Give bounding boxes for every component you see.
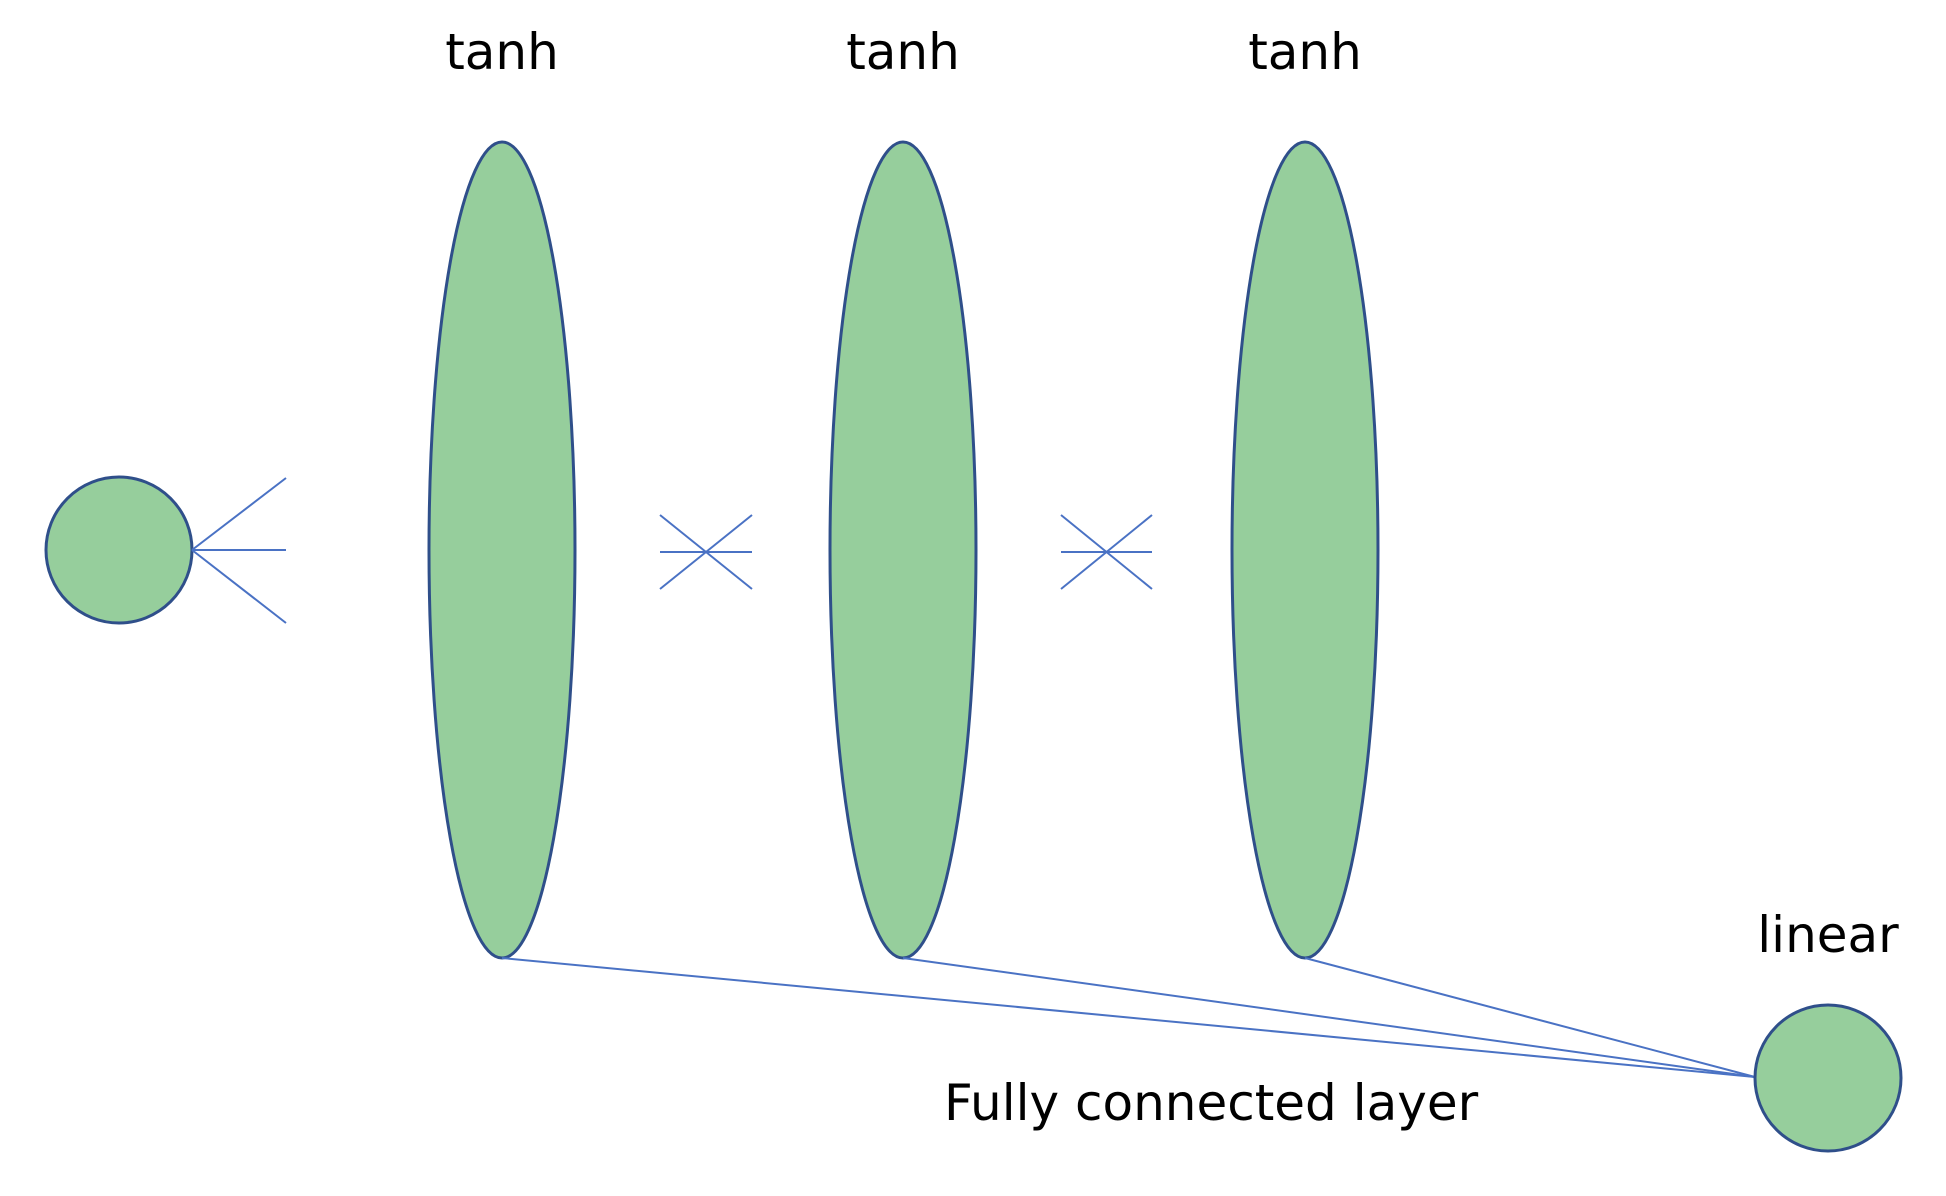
hidden-layer-3 xyxy=(1230,140,1380,960)
layer-3-label: tanh xyxy=(1248,23,1362,81)
fc-edge-layer-3 xyxy=(1304,957,1756,1078)
fc-edge-layer-1 xyxy=(501,957,1756,1078)
input-node xyxy=(44,475,194,625)
layer-1-2-cross-edges xyxy=(659,514,753,590)
layer-2-3-cross-edges xyxy=(1060,514,1153,590)
hidden-layer-2 xyxy=(828,140,978,960)
fc-edge-layer-2 xyxy=(902,957,1756,1078)
input-edge-up xyxy=(191,477,287,551)
hidden-layer-1 xyxy=(427,140,577,960)
output-node xyxy=(1753,1003,1903,1153)
cross-edge-up xyxy=(1060,514,1153,590)
input-fanout-edges xyxy=(191,477,287,624)
layer-2-label: tanh xyxy=(846,23,960,81)
cross-edge-up xyxy=(659,514,753,590)
input-edge-down xyxy=(191,549,287,624)
output-label: linear xyxy=(1757,906,1899,964)
fully-connected-label: Fully connected layer xyxy=(944,1074,1479,1132)
layer-1-label: tanh xyxy=(445,23,559,81)
fully-connected-edges xyxy=(501,957,1756,1078)
